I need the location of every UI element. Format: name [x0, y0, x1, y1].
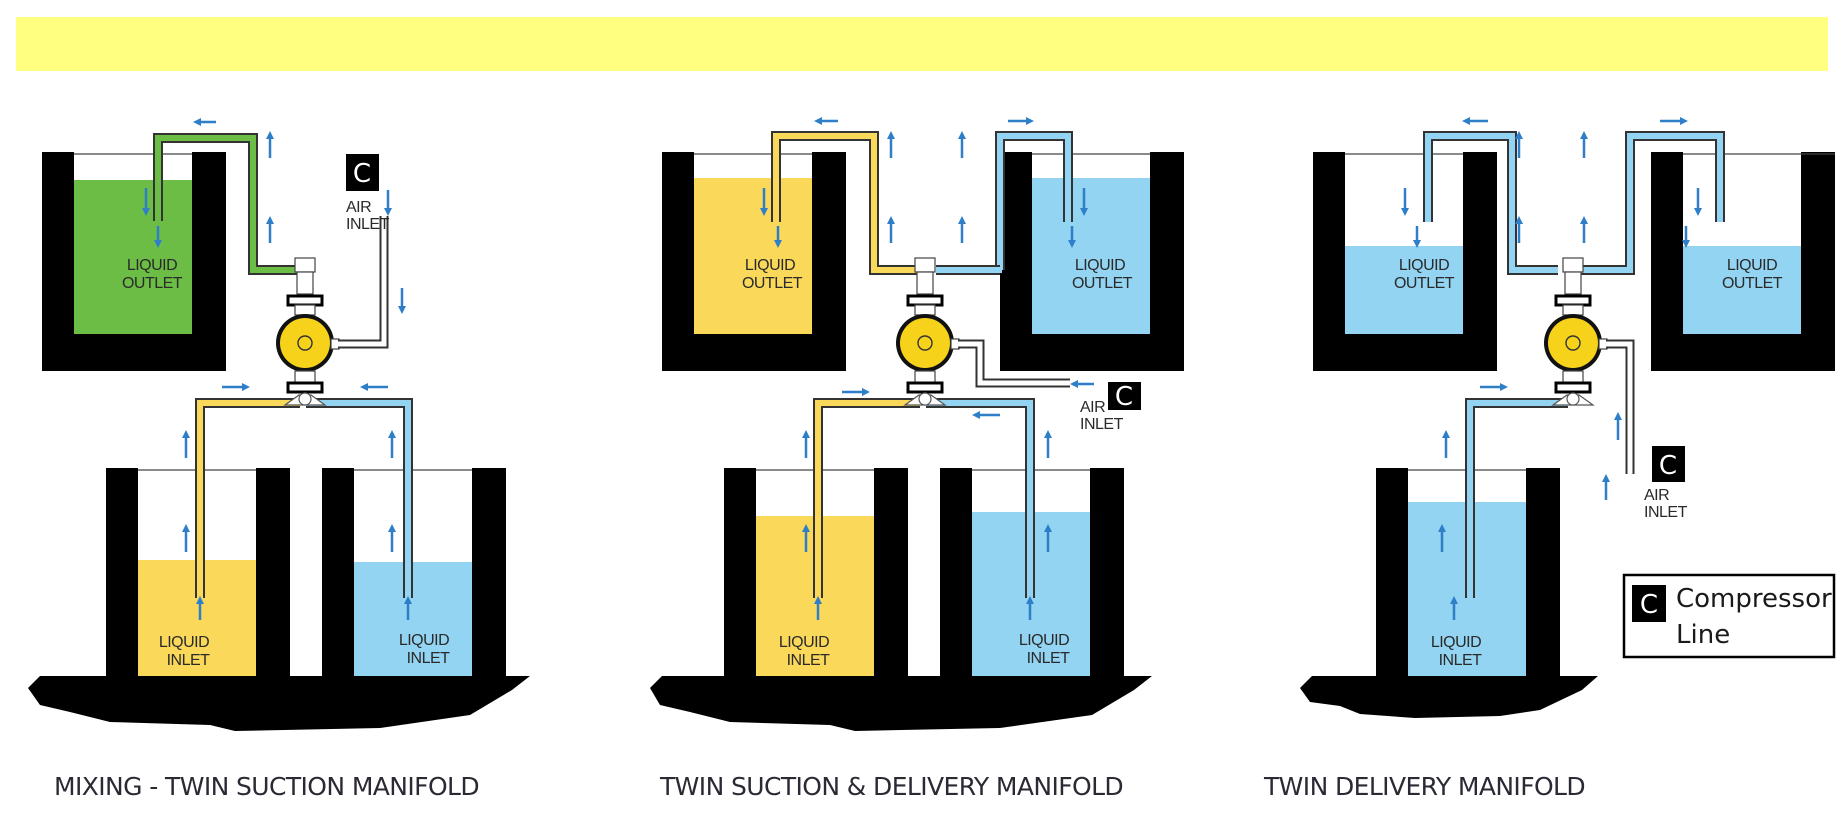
- suction-pipe: [306, 400, 411, 598]
- panel-twin-delivery: LIQUID OUTLET LIQUID OUTLET LIQUID INLET: [1263, 116, 1835, 801]
- outlet-pipe: [1425, 133, 1558, 273]
- liquid-level: [1683, 246, 1801, 334]
- tank-label: OUTLET: [742, 275, 803, 292]
- tank-label: LIQUID: [745, 257, 795, 274]
- tank-label: LIQUID: [1727, 257, 1777, 274]
- flow-arrows: [759, 116, 1094, 620]
- suction-pipe: [815, 400, 920, 598]
- outlet-pipe: [773, 133, 918, 273]
- ground: [28, 676, 530, 731]
- flow-arrows: [1400, 116, 1703, 620]
- panel-caption: TWIN SUCTION & DELIVERY MANIFOLD: [659, 772, 1123, 801]
- liquid-level: [694, 178, 812, 334]
- air-inlet-label: INLET: [1080, 416, 1124, 433]
- tank-label: LIQUID: [159, 634, 209, 651]
- suction-pipe: [197, 400, 300, 598]
- air-inlet-label: AIR: [346, 199, 371, 216]
- panel-twin-suction-delivery: LIQUID OUTLET LIQUID OUTLET LIQUID INLET: [650, 116, 1184, 801]
- legend-label: Line: [1676, 620, 1730, 650]
- tank-label: LIQUID: [399, 632, 449, 649]
- tank-label: OUTLET: [1072, 275, 1133, 292]
- outlet-tank: LIQUID OUTLET: [662, 152, 846, 371]
- liquid-level: [74, 180, 192, 334]
- tank-label: INLET: [167, 652, 211, 669]
- tank-label: LIQUID: [127, 257, 177, 274]
- outlet-tank: LIQUID OUTLET: [1000, 152, 1184, 371]
- tank-label: LIQUID: [1399, 257, 1449, 274]
- diaphragm-pump: [894, 256, 961, 407]
- tank-label: INLET: [407, 650, 451, 667]
- legend: C Compressor Line: [1622, 573, 1836, 659]
- outlet-tank: LIQUID OUTLET: [1651, 152, 1835, 371]
- svg-text:C: C: [1115, 382, 1133, 412]
- air-inlet-label: INLET: [346, 216, 390, 233]
- tank-label: OUTLET: [1394, 275, 1455, 292]
- air-inlet-label: AIR: [1644, 487, 1669, 504]
- air-inlet-label: INLET: [1644, 504, 1688, 521]
- svg-text:C: C: [353, 159, 371, 189]
- ground: [1300, 676, 1598, 718]
- inlet-tank: LIQUID INLET: [322, 468, 506, 678]
- tank-label: LIQUID: [1075, 257, 1125, 274]
- air-line: [338, 216, 387, 347]
- tank-label: LIQUID: [779, 634, 829, 651]
- tank-label: OUTLET: [1722, 275, 1783, 292]
- air-line: [1606, 341, 1633, 474]
- tank-label: OUTLET: [122, 275, 183, 292]
- panel-mixing-twin-suction: LIQUID OUTLET LIQUID INLET LIQUID INLET: [28, 117, 530, 801]
- tank-label: INLET: [1027, 650, 1071, 667]
- compressor-badge: C: [1632, 585, 1666, 622]
- tank-label: INLET: [1439, 652, 1483, 669]
- legend-label: Compressor: [1676, 584, 1832, 614]
- compressor-badge: C: [346, 154, 379, 191]
- suction-pipe: [1467, 400, 1568, 598]
- tank-label: LIQUID: [1431, 634, 1481, 651]
- outlet-tank: LIQUID OUTLET: [42, 152, 226, 371]
- compressor-badge: C: [1652, 446, 1685, 482]
- suction-pipe: [926, 400, 1033, 598]
- diaphragm-pump: [274, 256, 341, 407]
- svg-text:C: C: [1640, 590, 1658, 620]
- air-line: [958, 341, 1070, 386]
- panel-caption: TWIN DELIVERY MANIFOLD: [1263, 772, 1585, 801]
- outlet-pipe: [1578, 133, 1723, 273]
- svg-text:C: C: [1659, 451, 1677, 481]
- air-inlet-label: AIR: [1080, 399, 1105, 416]
- flow-arrows: [141, 117, 413, 620]
- tank-label: LIQUID: [1019, 632, 1069, 649]
- liquid-level: [1032, 178, 1150, 334]
- panel-caption: MIXING - TWIN SUCTION MANIFOLD: [54, 772, 479, 801]
- outlet-tank: LIQUID OUTLET: [1313, 152, 1497, 371]
- diaphragm-pump: [1542, 256, 1609, 407]
- header-banner: [16, 17, 1828, 71]
- liquid-level: [1345, 246, 1463, 334]
- compressor-badge: C: [1108, 382, 1141, 412]
- tank-label: INLET: [787, 652, 831, 669]
- ground: [650, 676, 1152, 731]
